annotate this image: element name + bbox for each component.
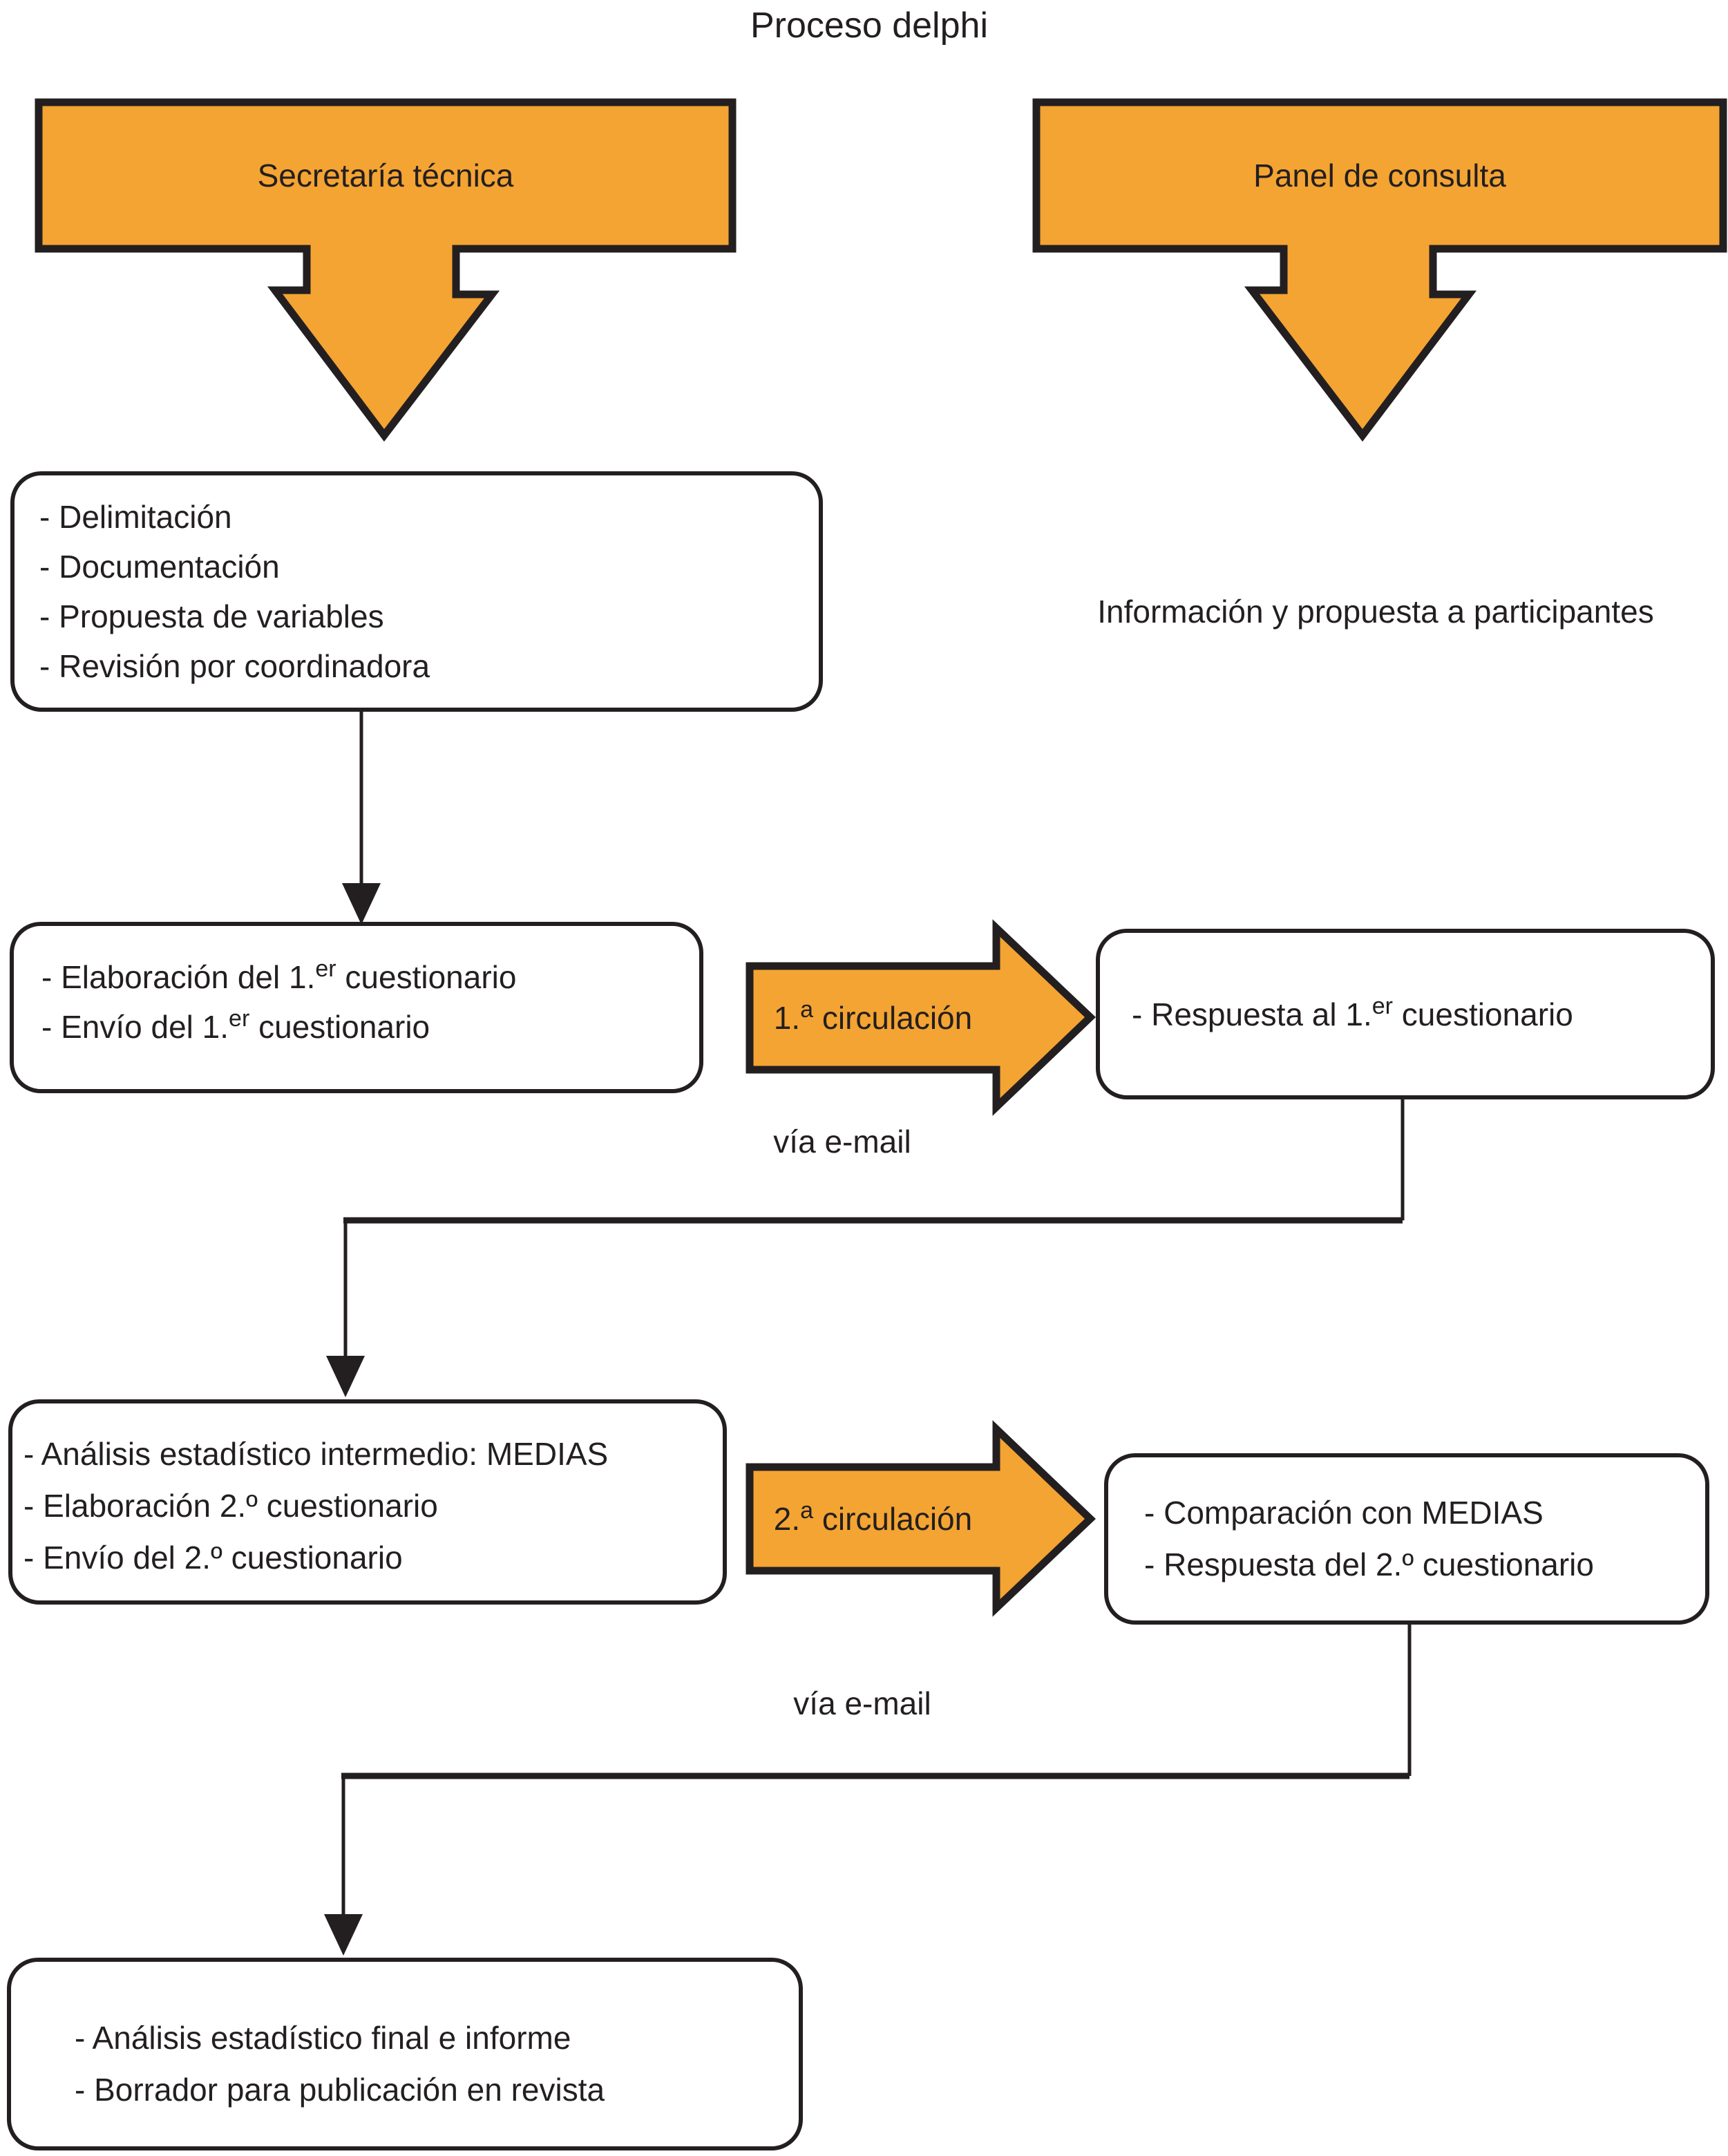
circulation-arrow-1-shape xyxy=(746,919,1096,1116)
circulacion-2-label: 2.a circulación xyxy=(773,1497,973,1537)
secretaria-tecnica-banner-shape xyxy=(35,98,737,442)
list-item: - Revisión por coordinadora xyxy=(39,648,430,684)
info-participantes-text: Información y propuesta a participantes xyxy=(1097,594,1654,630)
panel-consulta-label: Panel de consulta xyxy=(1253,158,1506,193)
list-item: - Elaboración 2.º cuestionario xyxy=(23,1488,438,1524)
arrowhead-down-icon xyxy=(326,1356,365,1397)
list-item: - Documentación xyxy=(39,549,280,585)
page-title: Proceso delphi xyxy=(750,6,988,46)
list-item: - Propuesta de variables xyxy=(39,598,384,634)
circulacion-1-label: 1.a circulación xyxy=(773,996,973,1036)
list-item: - Borrador para publicación en revista xyxy=(75,2071,605,2108)
box-cuestionario-1: - Elaboración del 1.er cuestionario - En… xyxy=(10,922,703,1093)
box-analisis-final: - Análisis estadístico final e informe -… xyxy=(7,1958,803,2150)
via-email-label-2: vía e-mail xyxy=(793,1685,931,1721)
list-item: - Análisis estadístico final e informe xyxy=(75,2019,571,2056)
box-respuesta-2: - Comparación con MEDIAS - Respuesta del… xyxy=(1104,1453,1709,1625)
panel-consulta-banner-shape xyxy=(1032,98,1727,442)
arrowhead-down-icon xyxy=(342,883,381,925)
box-respuesta-1: - Respuesta al 1.er cuestionario xyxy=(1096,929,1715,1099)
arrowhead-down-icon xyxy=(324,1914,363,1956)
list-item: - Delimitación xyxy=(39,499,232,535)
list-item: - Envío del 1.er cuestionario xyxy=(41,1005,430,1045)
list-item: - Respuesta al 1.er cuestionario xyxy=(1132,992,1573,1032)
box-preparacion: - Delimitación - Documentación - Propues… xyxy=(10,471,823,712)
circulation-arrow-2-shape xyxy=(746,1420,1096,1617)
list-item: - Respuesta del 2.º cuestionario xyxy=(1144,1547,1594,1582)
list-item: - Envío del 2.º cuestionario xyxy=(23,1540,403,1576)
box-analisis-intermedio: - Análisis estadístico intermedio: MEDIA… xyxy=(8,1399,727,1605)
via-email-label-1: vía e-mail xyxy=(773,1124,911,1160)
list-item: - Análisis estadístico intermedio: MEDIA… xyxy=(23,1436,609,1472)
list-item: - Comparación con MEDIAS xyxy=(1144,1495,1544,1531)
list-item: - Elaboración del 1.er cuestionario xyxy=(41,955,517,995)
secretaria-tecnica-label: Secretaría técnica xyxy=(257,158,514,193)
